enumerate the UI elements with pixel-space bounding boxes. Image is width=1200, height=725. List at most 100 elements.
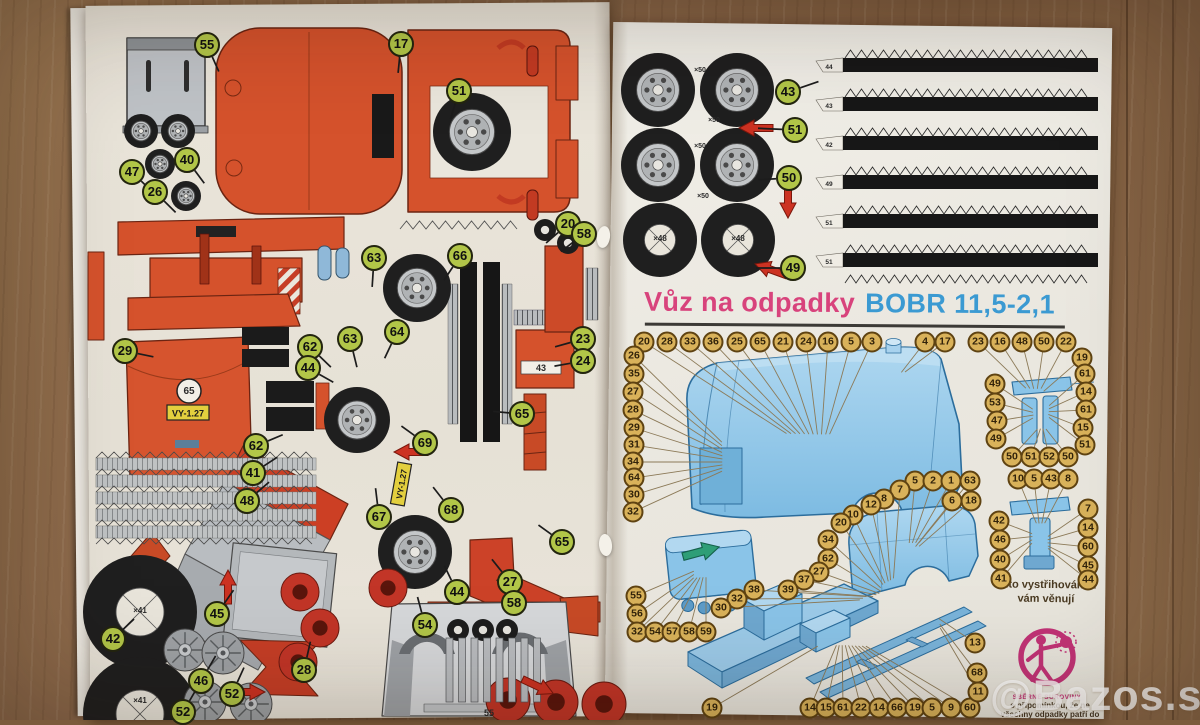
part-number-circle-13: 13 bbox=[964, 632, 986, 654]
part-number-circle-63: 63 bbox=[337, 326, 363, 352]
part-number-circle-50: 50 bbox=[1001, 446, 1023, 468]
part-number-circle-1: 1 bbox=[940, 470, 962, 492]
svg-text:51: 51 bbox=[825, 259, 833, 266]
part-number-circle-50: 50 bbox=[1057, 446, 1079, 468]
part-number-circle-17: 17 bbox=[388, 31, 414, 57]
part-number-circle-23: 23 bbox=[570, 326, 596, 352]
part-number-circle-58: 58 bbox=[501, 590, 527, 616]
part-number-circle-4: 4 bbox=[914, 331, 936, 353]
svg-text:65: 65 bbox=[183, 386, 195, 397]
part-number-circle-68: 68 bbox=[438, 497, 464, 523]
part-number-circle-36: 36 bbox=[702, 331, 724, 353]
part-number-circle-49: 49 bbox=[780, 255, 806, 281]
note-line-1: s připomínkou, že ne bbox=[1010, 701, 1090, 710]
svg-text:×50: ×50 bbox=[694, 143, 706, 150]
part-number-circle-42: 42 bbox=[100, 626, 126, 652]
part-number-circle-7: 7 bbox=[1077, 498, 1099, 520]
part-number-circle-6: 6 bbox=[941, 490, 963, 512]
note-line-2: všechny odpadky patří do bbox=[1000, 710, 1100, 719]
sberne-suroviny-logo-icon bbox=[1018, 628, 1077, 686]
part-number-circle-7: 7 bbox=[889, 479, 911, 501]
part-number-circle-21: 21 bbox=[772, 331, 794, 353]
watermark: @Bazos.sk bbox=[990, 672, 1200, 720]
part-number-circle-62: 62 bbox=[243, 433, 269, 459]
part-number-circle-44: 44 bbox=[295, 355, 321, 381]
part-number-circle-37: 37 bbox=[793, 569, 815, 591]
part-number-circle-33: 33 bbox=[679, 331, 701, 353]
part-number-circle-26: 26 bbox=[142, 179, 168, 205]
part-number-circle-59: 59 bbox=[695, 621, 717, 643]
svg-text:43: 43 bbox=[825, 103, 833, 110]
part-number-circle-38: 38 bbox=[743, 579, 765, 601]
svg-text:×50: ×50 bbox=[697, 193, 709, 200]
svg-text:49: 49 bbox=[825, 181, 833, 188]
footer-note: s připomínkou, že ne všechny odpadky pat… bbox=[962, 701, 1138, 719]
part-number-circle-55: 55 bbox=[194, 32, 220, 58]
svg-text:×41: ×41 bbox=[133, 696, 147, 705]
part-number-circle-66: 66 bbox=[447, 243, 473, 269]
part-number-circle-24: 24 bbox=[795, 331, 817, 353]
part-number-circle-28: 28 bbox=[656, 331, 678, 353]
part-number-circle-43: 43 bbox=[1040, 468, 1062, 490]
part-number-circle-48: 48 bbox=[234, 488, 260, 514]
svg-text:×50: ×50 bbox=[708, 117, 720, 124]
part-number-circle-39: 39 bbox=[777, 579, 799, 601]
part-number-circle-20: 20 bbox=[830, 512, 852, 534]
part-number-circle-41: 41 bbox=[240, 460, 266, 486]
part-number-circle-32: 32 bbox=[622, 501, 644, 523]
part-number-circle-49: 49 bbox=[984, 373, 1006, 395]
part-number-circle-63: 63 bbox=[361, 245, 387, 271]
part-number-circle-65: 65 bbox=[549, 529, 575, 555]
part-number-circle-47: 47 bbox=[119, 159, 145, 185]
part-number-circle-5: 5 bbox=[921, 697, 943, 719]
part-number-circle-54: 54 bbox=[412, 612, 438, 638]
part-number-circle-69: 69 bbox=[412, 430, 438, 456]
part-number-circle-43: 43 bbox=[775, 79, 801, 105]
part-number-circle-51: 51 bbox=[1074, 434, 1096, 456]
part-number-circle-29: 29 bbox=[112, 338, 138, 364]
part-number-circle-65: 65 bbox=[749, 331, 771, 353]
logo-caption: SBĚRNÉ SUROVINY bbox=[1012, 694, 1082, 701]
part-number-circle-5: 5 bbox=[840, 331, 862, 353]
part-number-circle-16: 16 bbox=[817, 331, 839, 353]
generated-parts: 444342495151×50×50×50×50×48×48×41×414355… bbox=[83, 49, 1098, 720]
svg-text:43: 43 bbox=[536, 363, 546, 373]
part-number-circle-19: 19 bbox=[701, 697, 723, 719]
part-number-circle-17: 17 bbox=[934, 331, 956, 353]
part-number-circle-47: 47 bbox=[986, 410, 1008, 432]
right-page-parts bbox=[664, 338, 1095, 699]
part-number-circle-42: 42 bbox=[988, 510, 1010, 532]
part-number-circle-51: 51 bbox=[782, 117, 808, 143]
part-number-circle-64: 64 bbox=[384, 319, 410, 345]
part-number-circle-52: 52 bbox=[219, 681, 245, 707]
part-number-circle-46: 46 bbox=[989, 529, 1011, 551]
part-number-circle-60: 60 bbox=[959, 697, 981, 719]
part-number-circle-63: 63 bbox=[959, 470, 981, 492]
part-number-circle-24: 24 bbox=[570, 348, 596, 374]
svg-text:44: 44 bbox=[825, 64, 833, 71]
part-number-circle-3: 3 bbox=[861, 331, 883, 353]
part-number-circle-44: 44 bbox=[444, 579, 470, 605]
svg-text:VY-1.27: VY-1.27 bbox=[172, 408, 204, 418]
part-number-circle-68: 68 bbox=[966, 662, 988, 684]
part-number-circle-60: 60 bbox=[1077, 536, 1099, 558]
part-number-circle-9: 9 bbox=[940, 697, 962, 719]
part-number-circle-28: 28 bbox=[291, 657, 317, 683]
svg-text:×50: ×50 bbox=[694, 67, 706, 74]
part-number-circle-25: 25 bbox=[726, 331, 748, 353]
part-number-circle-51: 51 bbox=[446, 78, 472, 104]
part-number-circle-46: 46 bbox=[188, 668, 214, 694]
svg-text:×48: ×48 bbox=[731, 234, 745, 243]
part-number-circle-23: 23 bbox=[967, 331, 989, 353]
part-number-circle-65: 65 bbox=[509, 401, 535, 427]
part-number-circle-55: 55 bbox=[625, 585, 647, 607]
part-number-circle-16: 16 bbox=[989, 331, 1011, 353]
part-number-circle-45: 45 bbox=[204, 601, 230, 627]
part-number-circle-12: 12 bbox=[860, 494, 882, 516]
part-number-circle-8: 8 bbox=[1057, 468, 1079, 490]
svg-text:51: 51 bbox=[825, 220, 833, 227]
svg-text:42: 42 bbox=[825, 142, 833, 149]
